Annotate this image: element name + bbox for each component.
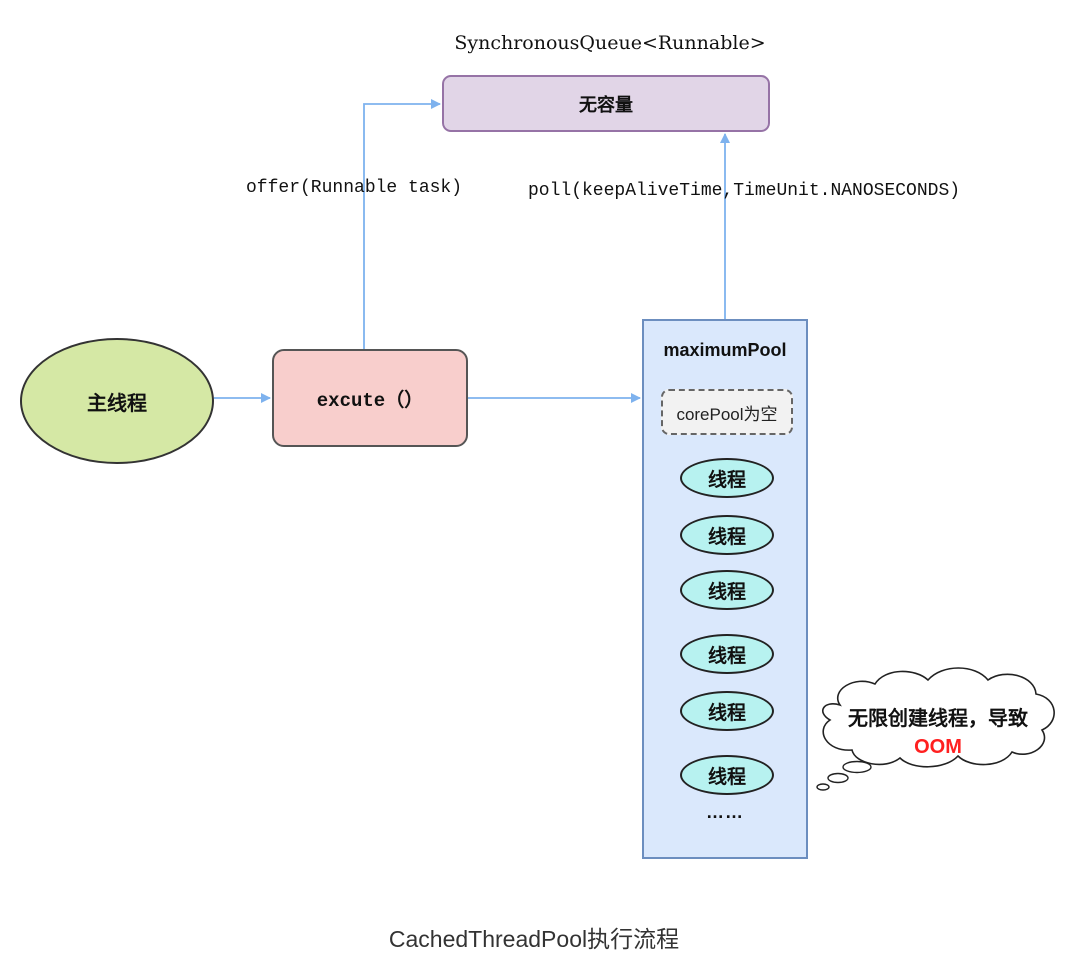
thread-node: 线程 (680, 691, 774, 731)
thought-cloud (822, 667, 1055, 768)
more-threads-ellipsis: …… (706, 802, 744, 822)
thread-label: 线程 (707, 526, 746, 548)
thread-node: 线程 (680, 570, 774, 610)
thread-label: 线程 (707, 766, 746, 788)
maximum-pool-title: maximumPool (663, 340, 787, 360)
poll-edge-label: poll(keepAliveTime,TimeUnit.NANOSECONDS) (528, 181, 961, 201)
thread-node: 线程 (680, 634, 774, 674)
queue-capacity-label: 无容量 (579, 94, 633, 115)
thread-node: 线程 (680, 515, 774, 555)
arrow-offer-to-queue (363, 99, 441, 349)
thread-label: 线程 (707, 581, 746, 603)
core-pool-label: corePool为空 (676, 404, 778, 424)
synchronous-queue-box: 无容量 (442, 75, 770, 132)
main-thread-label: 主线程 (87, 392, 147, 415)
figure-caption: CachedThreadPool执行流程 (388, 926, 680, 952)
offer-edge-label: offer(Runnable task) (246, 178, 463, 198)
thread-node: 线程 (680, 755, 774, 795)
execute-label: excute（） (316, 389, 424, 412)
oom-callout: 无限创建线程，导致 OOM (818, 705, 1058, 761)
main-thread-node: 主线程 (20, 338, 214, 464)
oom-callout-line1: 无限创建线程，导致 (848, 708, 1028, 730)
execute-node: excute（） (272, 349, 468, 447)
thread-label: 线程 (707, 645, 746, 667)
queue-type-label: SynchronousQueue<Runnable> (454, 32, 766, 54)
thought-bubble-large (842, 760, 872, 774)
thread-label: 线程 (707, 702, 746, 724)
thought-bubble-small (816, 783, 830, 791)
thought-bubble-medium (827, 772, 849, 784)
oom-callout-line2: OOM (914, 736, 962, 758)
thread-node: 线程 (680, 458, 774, 498)
thread-label: 线程 (707, 469, 746, 491)
core-pool-box: corePool为空 (661, 389, 793, 435)
